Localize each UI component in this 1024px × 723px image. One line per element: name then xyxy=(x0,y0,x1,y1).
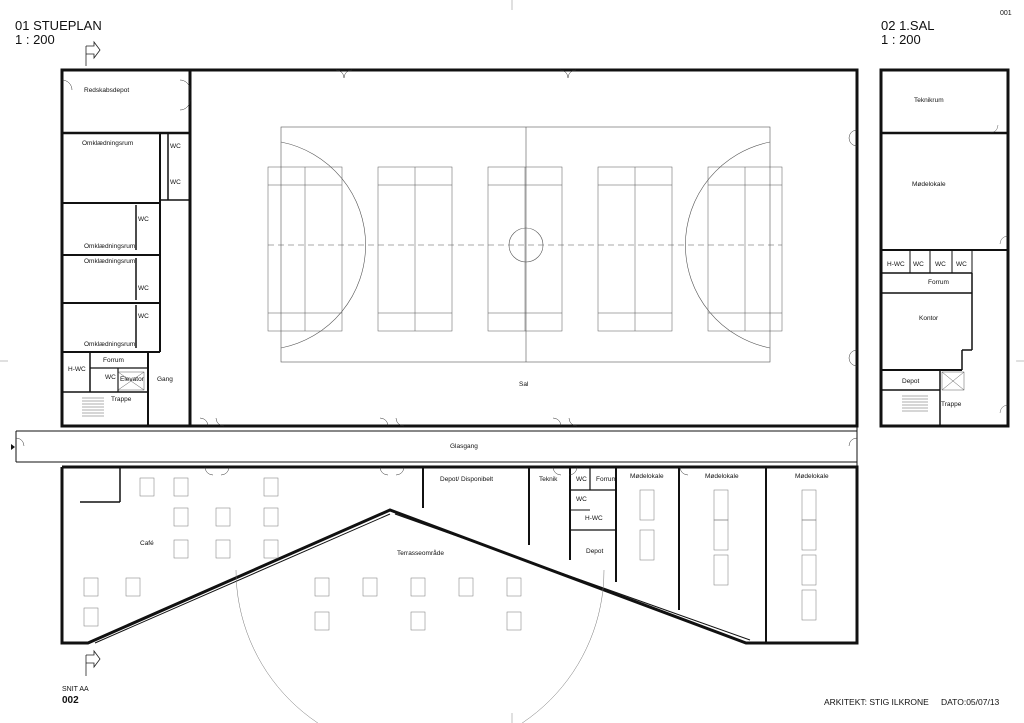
room-label-modelokale-1: Mødelokale xyxy=(630,473,664,480)
room-label-redskabsdepot: Redskabsdepot xyxy=(84,87,130,94)
entrance-marker xyxy=(11,444,15,450)
ground-floor-scale: 1 : 200 xyxy=(15,32,55,47)
sports-court xyxy=(267,126,783,363)
room-label-teknikrum: Teknikrum xyxy=(914,97,944,104)
room-label-h-wc-2: H-WC xyxy=(585,515,603,522)
room-label-wc-3: WC xyxy=(138,216,149,223)
room-label-wc-1sal-1: WC xyxy=(913,261,924,268)
room-label-wc-6: WC xyxy=(105,374,116,381)
room-label-omkl-4: Omklædningsrum xyxy=(84,341,136,348)
room-label-elevator: Elevator xyxy=(120,376,144,383)
room-label-modelokale-3: Mødelokale xyxy=(795,473,829,480)
door-swings xyxy=(15,69,858,476)
first-floor-walls xyxy=(879,68,1010,428)
architect-credit: ARKITEKT: STIG ILKRONE xyxy=(824,697,929,707)
section-number: 002 xyxy=(62,695,79,706)
room-label-trappe-1sal: Trappe xyxy=(941,401,962,408)
room-label-depot: Depot xyxy=(586,548,604,555)
room-label-modelokale-2: Mødelokale xyxy=(705,473,739,480)
room-label-wc-7: WC xyxy=(576,476,587,483)
section-arrow-top xyxy=(85,40,101,66)
room-label-trappe: Trappe xyxy=(111,396,132,403)
room-label-teknik: Teknik xyxy=(539,476,558,483)
drawing-date: DATO:05/07/13 xyxy=(941,697,1000,707)
section-arrow-bottom xyxy=(85,649,101,676)
room-label-forrum-1sal: Forrum xyxy=(928,279,949,286)
page-number: 001 xyxy=(1000,10,1012,17)
room-label-terrasse: Terrasseområde xyxy=(397,550,444,557)
room-label-wc-1sal-2: WC xyxy=(935,261,946,268)
room-label-modelokale-1sal: Mødelokale xyxy=(912,181,946,188)
room-label-omkl-1: Omklædningsrum xyxy=(82,140,134,147)
room-label-wc-4: WC xyxy=(138,285,149,292)
first-floor-scale: 1 : 200 xyxy=(881,32,921,47)
ground-floor-title: 01 STUEPLAN xyxy=(15,18,102,33)
room-label-wc-5: WC xyxy=(138,313,149,320)
room-label-depot-disponibelt: Depot/ Disponibelt xyxy=(440,476,494,483)
ground-floor-walls xyxy=(15,68,859,645)
room-label-gang: Gang xyxy=(157,376,173,383)
room-label-omkl-2: Omklædningsrum xyxy=(84,243,136,250)
room-label-kontor: Kontor xyxy=(919,315,939,322)
room-label-sal: Sal xyxy=(519,381,529,388)
room-label-cafe: Café xyxy=(140,540,154,547)
room-label-wc-2: WC xyxy=(170,179,181,186)
room-label-wc-1sal-3: WC xyxy=(956,261,967,268)
room-label-depot-1sal: Depot xyxy=(902,378,920,385)
room-label-glasgang: Glasgang xyxy=(450,443,478,450)
first-floor-title: 02 1.SAL xyxy=(881,18,935,33)
room-label-wc-1: WC xyxy=(170,143,181,150)
room-label-forrum: Forrum xyxy=(103,357,124,364)
room-label-wc-8: WC xyxy=(576,496,587,503)
section-caption: SNIT AA xyxy=(62,686,89,693)
room-label-omkl-3: Omklædningsrum xyxy=(84,258,136,265)
room-label-h-wc-1sal: H-WC xyxy=(887,261,905,268)
terrace-furniture xyxy=(82,371,817,723)
room-label-h-wc: H-WC xyxy=(68,366,86,373)
room-label-forrum-2: Forrum xyxy=(596,476,617,483)
